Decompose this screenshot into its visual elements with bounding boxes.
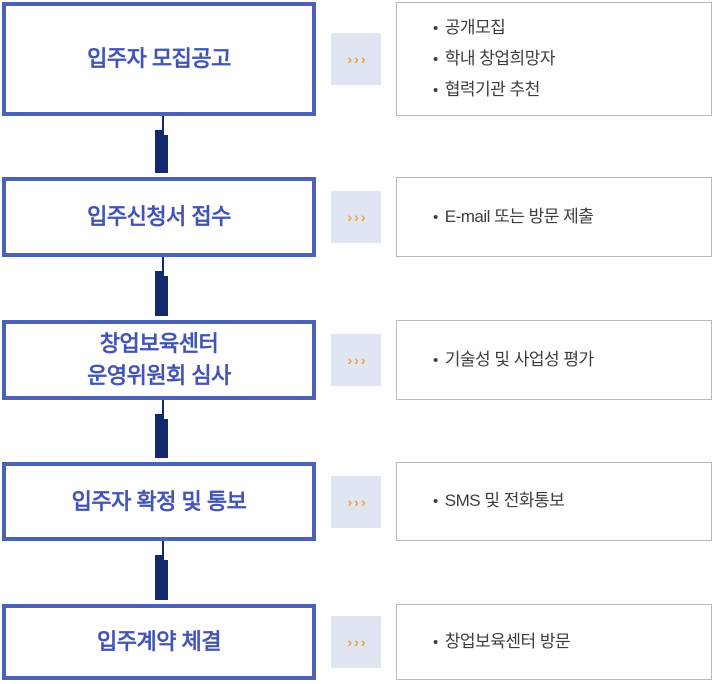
- step-2-arrow-cell: ›››: [316, 177, 396, 257]
- step-4-arrow-square: ›››: [331, 475, 381, 528]
- bullet-icon: •: [433, 493, 438, 510]
- connector-stem: [162, 400, 164, 416]
- bullet-icon: •: [433, 50, 438, 68]
- list-item: • 학내 창업희망자: [433, 44, 703, 75]
- bullet-icon: •: [433, 19, 438, 37]
- step-4-arrow-cell: ›››: [316, 462, 396, 541]
- chevron-right-icon: ›››: [347, 352, 368, 368]
- step-5-arrow-square: ›››: [331, 616, 381, 668]
- connector-stem: [162, 116, 164, 132]
- step-3-title: 창업보육센터 운영위원회 심사: [87, 331, 231, 388]
- connector-bar: [155, 271, 168, 316]
- step-row-1: 입주자 모집공고 ››› • 공개모집 • 학내 창업희망자 • 협력기관 추천: [2, 2, 712, 116]
- step-row-3: 창업보육센터 운영위원회 심사 ››› • 기술성 및 사업성 평가: [2, 320, 712, 400]
- step-5-title: 입주계약 체결: [96, 629, 222, 655]
- step-2-detail-box: • E-mail 또는 방문 제출: [396, 177, 712, 257]
- step-5-arrow-cell: ›››: [316, 604, 396, 680]
- step-2-arrow-square: ›››: [331, 191, 381, 243]
- list-item: • 공개모집: [433, 13, 703, 44]
- list-item: • 창업보육센터 방문: [433, 627, 703, 658]
- bullet-icon: •: [433, 633, 438, 651]
- chevron-right-icon: ›››: [347, 209, 368, 225]
- down-arrow-connector: [2, 541, 318, 604]
- chevron-right-icon: ›››: [347, 493, 368, 510]
- detail-text: 공개모집: [444, 17, 506, 37]
- step-2-title: 입주신청서 접수: [87, 204, 231, 230]
- connector-bar: [155, 414, 168, 458]
- step-row-2: 입주신청서 접수 ››› • E-mail 또는 방문 제출: [2, 177, 712, 257]
- list-item: • 기술성 및 사업성 평가: [433, 345, 703, 376]
- connector-gap: [2, 257, 712, 320]
- step-1-arrow-square: ›››: [331, 33, 381, 85]
- chevron-right-icon: ›››: [347, 634, 368, 650]
- down-arrow-connector: [2, 400, 318, 462]
- list-item: • E-mail 또는 방문 제출: [433, 202, 703, 233]
- detail-text: 창업보육센터 방문: [444, 631, 571, 651]
- down-arrow-connector: [2, 257, 318, 320]
- connector-gap: [2, 400, 712, 462]
- bullet-icon: •: [433, 208, 438, 226]
- detail-text: SMS 및 전화통보: [444, 491, 565, 510]
- step-5-detail-box: • 창업보육센터 방문: [396, 604, 712, 680]
- step-4-box: 입주자 확정 및 통보: [2, 462, 316, 541]
- step-1-arrow-cell: ›››: [316, 2, 396, 116]
- step-1-title: 입주자 모집공고: [87, 46, 231, 72]
- detail-text: 학내 창업희망자: [444, 48, 556, 68]
- detail-text: 협력기관 추천: [444, 79, 541, 99]
- step-1-detail-box: • 공개모집 • 학내 창업희망자 • 협력기관 추천: [396, 2, 712, 116]
- step-3-arrow-cell: ›››: [316, 320, 396, 400]
- step-1-box: 입주자 모집공고: [2, 2, 316, 116]
- connector-stem: [162, 541, 164, 557]
- bullet-icon: •: [433, 351, 438, 369]
- chevron-right-icon: ›››: [347, 51, 368, 67]
- step-5-box: 입주계약 체결: [2, 604, 316, 680]
- list-item: • SMS 및 전화통보: [433, 486, 703, 517]
- step-4-title: 입주자 확정 및 통보: [71, 488, 247, 514]
- connector-gap: [2, 541, 712, 604]
- connector-bar: [155, 555, 168, 600]
- down-arrow-connector: [2, 116, 318, 177]
- bullet-icon: •: [433, 81, 438, 99]
- step-row-5: 입주계약 체결 ››› • 창업보육센터 방문: [2, 604, 712, 680]
- step-3-box: 창업보육센터 운영위원회 심사: [2, 320, 316, 400]
- list-item: • 협력기관 추천: [433, 75, 703, 106]
- step-row-4: 입주자 확정 및 통보 ››› • SMS 및 전화통보: [2, 462, 712, 541]
- step-3-detail-box: • 기술성 및 사업성 평가: [396, 320, 712, 400]
- step-2-box: 입주신청서 접수: [2, 177, 316, 257]
- connector-gap: [2, 116, 712, 177]
- step-4-detail-box: • SMS 및 전화통보: [396, 462, 712, 541]
- detail-text: E-mail 또는 방문 제출: [444, 206, 594, 226]
- connector-bar: [155, 130, 168, 173]
- step-3-arrow-square: ›››: [331, 334, 381, 386]
- connector-stem: [162, 257, 164, 273]
- detail-text: 기술성 및 사업성 평가: [444, 349, 594, 369]
